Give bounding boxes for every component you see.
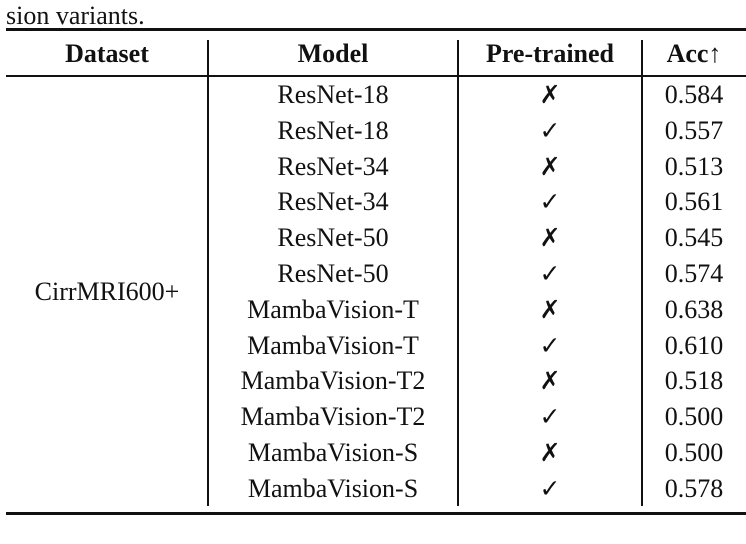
table-row: MambaVision-T2 ✓ 0.500 <box>6 399 746 435</box>
table-row: MambaVision-T2 ✗ 0.518 <box>6 363 746 399</box>
model-cell: MambaVision-T2 <box>240 402 426 432</box>
header-acc: Acc↑ <box>666 39 722 68</box>
column-divider <box>207 40 209 506</box>
pretrained-cell: ✗ <box>458 77 642 113</box>
model-cell: ResNet-50 <box>277 223 389 253</box>
pretrained-cell: ✓ <box>458 328 642 364</box>
table-row: MambaVision-T ✗ 0.638 <box>6 292 746 328</box>
table-row: MambaVision-S ✓ 0.578 <box>6 471 746 507</box>
header-model: Model <box>297 39 369 68</box>
check-icon: ✓ <box>539 115 561 145</box>
table-header-rule <box>6 75 746 77</box>
check-icon: ✓ <box>539 402 561 432</box>
acc-cell: 0.557 <box>664 115 724 145</box>
model-cell: MambaVision-S <box>247 473 419 503</box>
model-cell: ResNet-50 <box>277 258 389 288</box>
model-cell: MambaVision-T2 <box>240 366 426 396</box>
header-pretrained: Pre-trained <box>485 39 615 68</box>
header-dataset: Dataset <box>65 39 149 68</box>
cross-icon: ✗ <box>539 151 561 181</box>
model-cell: ResNet-34 <box>277 187 389 217</box>
pretrained-cell: ✗ <box>458 363 642 399</box>
acc-cell: 0.561 <box>664 187 724 217</box>
model-cell: ResNet-18 <box>277 80 389 109</box>
table-row: ResNet-34 ✓ 0.561 <box>6 184 746 220</box>
table-row: ResNet-34 ✗ 0.513 <box>6 149 746 185</box>
cross-icon: ✗ <box>539 223 561 253</box>
acc-cell: 0.578 <box>664 473 724 503</box>
pretrained-cell: ✓ <box>458 113 642 149</box>
pretrained-cell: ✓ <box>458 184 642 220</box>
cross-icon: ✗ <box>539 366 561 396</box>
acc-cell: 0.500 <box>664 437 724 467</box>
table-top-rule <box>6 28 746 31</box>
table-bottom-rule <box>6 512 746 515</box>
pretrained-cell: ✗ <box>458 435 642 471</box>
acc-cell: 0.513 <box>664 151 724 181</box>
pretrained-cell: ✗ <box>458 149 642 185</box>
cross-icon: ✗ <box>539 437 561 467</box>
model-cell: MambaVision-T <box>247 294 419 324</box>
acc-cell: 0.584 <box>664 80 724 109</box>
acc-cell: 0.545 <box>664 223 724 253</box>
table-row: ResNet-50 ✓ 0.574 <box>6 256 746 292</box>
model-cell: MambaVision-S <box>247 437 419 467</box>
table-row: CirrMRI600+ ResNet-18 ✗ 0.584 <box>6 77 746 306</box>
column-divider <box>641 40 643 506</box>
model-cell: ResNet-18 <box>277 115 389 145</box>
acc-cell: 0.610 <box>664 330 724 360</box>
acc-cell: 0.574 <box>664 258 724 288</box>
pretrained-cell: ✓ <box>458 256 642 292</box>
check-icon: ✓ <box>539 187 561 217</box>
cross-icon: ✗ <box>539 294 561 324</box>
table-row: MambaVision-S ✗ 0.500 <box>6 435 746 471</box>
pretrained-cell: ✗ <box>458 292 642 328</box>
acc-cell: 0.518 <box>664 366 724 396</box>
pretrained-cell: ✓ <box>458 471 642 507</box>
check-icon: ✓ <box>539 473 561 503</box>
caption-tail: sion variants. <box>6 1 145 30</box>
check-icon: ✓ <box>539 330 561 360</box>
acc-cell: 0.500 <box>664 402 724 432</box>
table-row: ResNet-18 ✓ 0.557 <box>6 113 746 149</box>
model-cell: MambaVision-T <box>247 330 419 360</box>
dataset-cell: CirrMRI600+ <box>34 276 180 306</box>
pretrained-cell: ✗ <box>458 220 642 256</box>
acc-cell: 0.638 <box>664 294 724 324</box>
cross-icon: ✗ <box>539 80 561 109</box>
check-icon: ✓ <box>539 258 561 288</box>
table-row: ResNet-50 ✗ 0.545 <box>6 220 746 256</box>
table-row: MambaVision-T ✓ 0.610 <box>6 328 746 364</box>
column-divider <box>457 40 459 506</box>
pretrained-cell: ✓ <box>458 399 642 435</box>
model-cell: ResNet-34 <box>277 151 389 181</box>
